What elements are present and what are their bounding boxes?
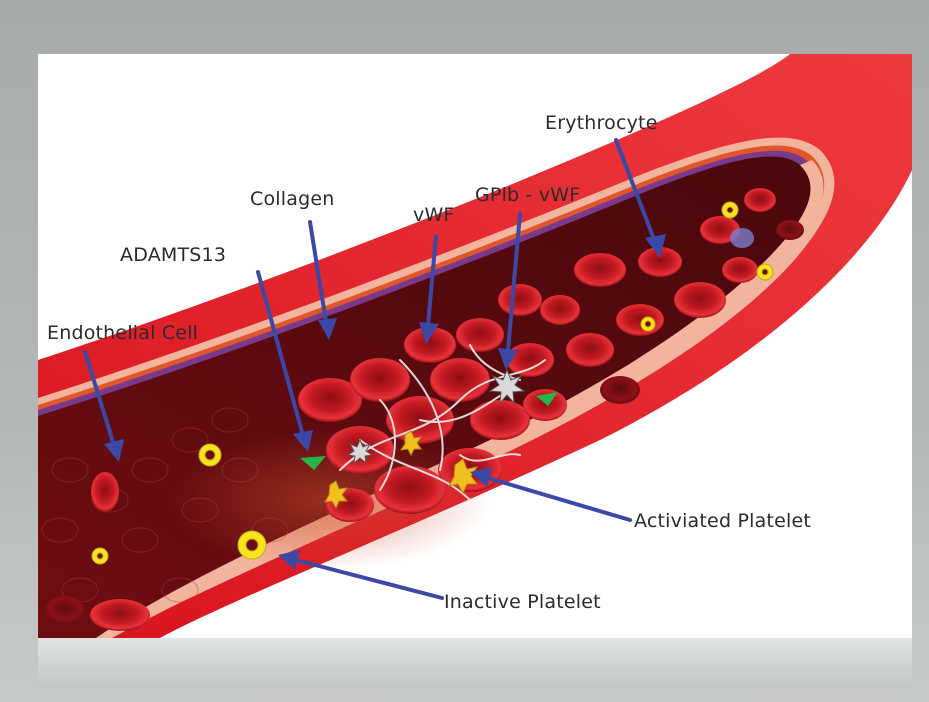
leukocyte-icon bbox=[730, 228, 754, 248]
collagen-label: Collagen bbox=[250, 188, 334, 210]
adamts13-label: ADAMTS13 bbox=[120, 244, 226, 266]
erythrocyte-label: Erythrocyte bbox=[545, 112, 658, 134]
vwf-label: vWF bbox=[413, 204, 455, 226]
activated-platelet-label: Activiated Platelet bbox=[634, 510, 811, 532]
inactive-platelet-label: Inactive Platelet bbox=[444, 591, 601, 613]
illustration-card bbox=[38, 54, 912, 638]
card-reflection bbox=[38, 638, 912, 688]
endothelial-cell-label: Endothelial Cell bbox=[47, 322, 198, 344]
blood-vessel-illustration bbox=[38, 54, 912, 638]
activated-platelet-arrow bbox=[488, 478, 630, 520]
gplb-vwf-label: GPlb - vWF bbox=[475, 184, 580, 206]
